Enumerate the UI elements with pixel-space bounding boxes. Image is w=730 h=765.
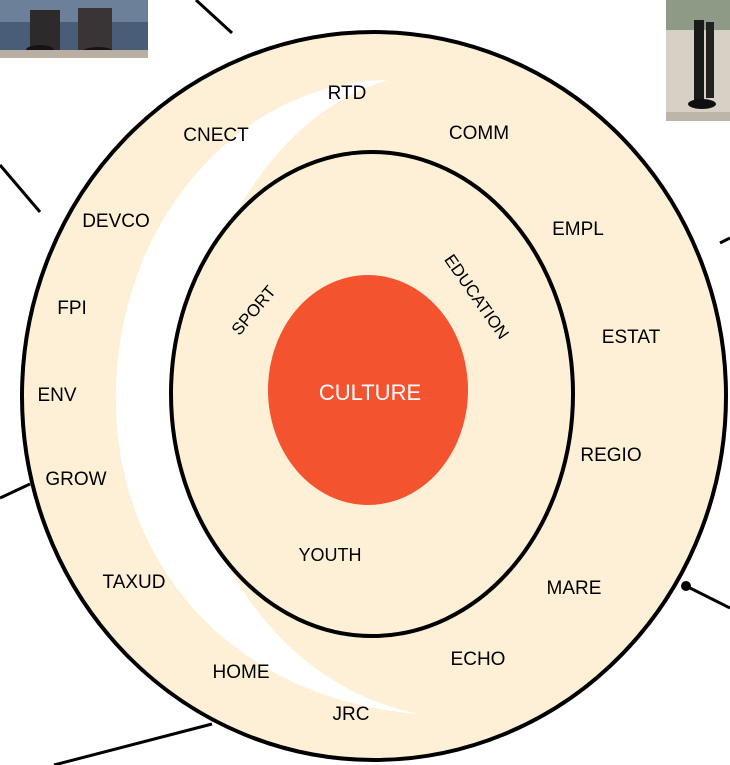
connector-line-right-lower: [685, 584, 730, 610]
label-jrc: JRC: [333, 704, 370, 725]
label-cnect: CNECT: [183, 125, 249, 146]
photo-top-right: [666, 0, 730, 121]
connector-line-right-upper: [719, 236, 730, 245]
connector-dot: [681, 581, 691, 591]
label-echo: ECHO: [451, 649, 506, 670]
label-comm: COMM: [449, 123, 509, 144]
photo-top-left-image: [0, 0, 148, 58]
photo-top-right-image: [666, 0, 730, 121]
connector-line-left-upper: [0, 164, 42, 213]
label-empl: EMPL: [552, 219, 604, 240]
label-estat: ESTAT: [602, 327, 661, 348]
label-mare: MARE: [547, 578, 602, 599]
crescent-highlight: [115, 80, 420, 714]
center-label: CULTURE: [319, 380, 421, 405]
connector-line-bottom: [53, 722, 213, 765]
label-env: ENV: [37, 385, 76, 406]
label-youth: YOUTH: [299, 545, 362, 565]
center-circle: [268, 275, 468, 505]
connector-line-top: [194, 0, 234, 35]
label-fpi: FPI: [57, 298, 87, 319]
label-grow: GROW: [45, 469, 106, 490]
connector-line-left-lower: [0, 482, 31, 500]
label-regio: REGIO: [580, 445, 641, 466]
label-taxud: TAXUD: [103, 572, 166, 593]
label-home: HOME: [213, 662, 270, 683]
photo-top-left: [0, 0, 148, 58]
label-devco: DEVCO: [82, 211, 150, 232]
label-rtd: RTD: [328, 83, 367, 104]
